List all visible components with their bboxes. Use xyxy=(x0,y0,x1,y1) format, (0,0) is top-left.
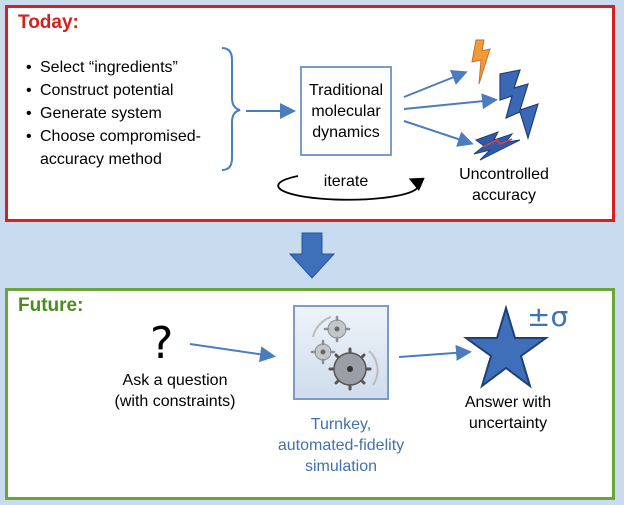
step-construct-potential: Construct potential xyxy=(26,79,201,102)
question-mark-icon: ? xyxy=(150,318,174,369)
steps-brace xyxy=(221,47,241,171)
simulation-label: Turnkey, automated-fidelity simulation xyxy=(277,416,405,475)
future-title: Future: xyxy=(18,295,84,316)
simulation-box xyxy=(293,305,389,400)
iterate-loop-arrow xyxy=(277,175,425,201)
today-title: Today: xyxy=(18,12,79,33)
lightning-bolt-blue-small-icon xyxy=(473,131,521,161)
step-choose-method: Choose compromised-accuracy method xyxy=(26,125,201,171)
arrow-md-to-bolt-2 xyxy=(403,93,498,110)
gears-icon xyxy=(310,315,379,391)
plus-minus-sigma-label: ±σ xyxy=(527,300,569,333)
answer-star-icon xyxy=(462,304,550,389)
md-box-line-1: Traditional xyxy=(308,82,384,99)
md-box: Traditional molecular dynamics xyxy=(300,66,392,156)
md-box-line-3: dynamics xyxy=(312,124,380,141)
arrow-question-to-simulation xyxy=(189,343,276,363)
iterate-label: iterate xyxy=(323,173,369,190)
answer-label: Answer with uncertainty xyxy=(464,394,552,432)
down-arrow-icon xyxy=(288,232,336,279)
step-generate-system: Generate system xyxy=(26,102,201,125)
uncontrolled-accuracy-label: Uncontrolled accuracy xyxy=(459,166,549,204)
arrow-simulation-to-answer xyxy=(398,344,472,361)
lightning-bolt-blue-large-icon xyxy=(499,69,539,141)
md-box-line-2: molecular xyxy=(311,103,381,120)
arrow-md-to-bolt-3 xyxy=(403,120,474,147)
lightning-bolt-orange-icon xyxy=(471,39,491,85)
question-label: Ask a question (with constraints) xyxy=(114,372,236,410)
arrow-md-to-bolt-1 xyxy=(403,70,468,98)
step-select-ingredients: Select “ingredients” xyxy=(26,56,201,79)
today-steps-list: Select “ingredients” Construct potential… xyxy=(26,56,201,171)
